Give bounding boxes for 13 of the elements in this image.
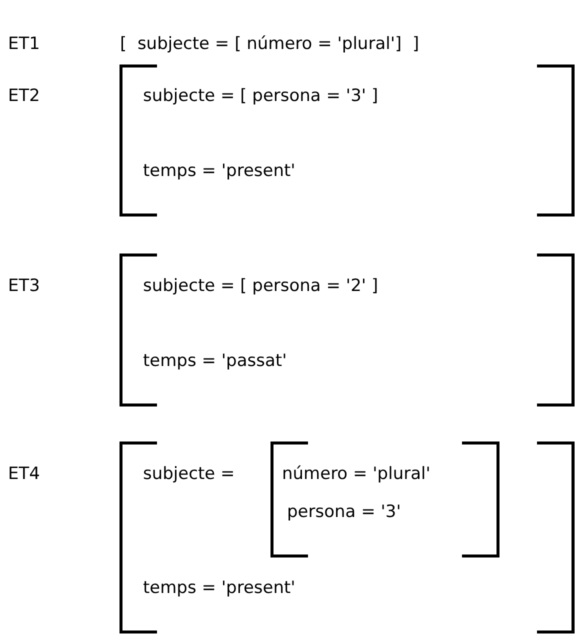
feature-text: subjecte = [ persona = '3' ] (143, 86, 378, 106)
feature-text: temps = 'present' (143, 161, 296, 181)
feature-text: subjecte = (143, 464, 235, 484)
example-label: ET3 (8, 276, 40, 296)
feature-text: temps = 'passat' (143, 351, 287, 371)
example-label: ET2 (8, 86, 40, 106)
feature-text: temps = 'present' (143, 578, 296, 598)
example-label: ET1 (8, 34, 40, 54)
feature-text: subjecte = [ persona = '2' ] (143, 276, 378, 296)
example-label: ET4 (8, 464, 40, 484)
feature-text: [ subjecte = [ número = 'plural'] ] (120, 34, 420, 54)
feature-text: persona = '3' (287, 502, 401, 522)
feature-text: número = 'plural' (282, 464, 430, 484)
